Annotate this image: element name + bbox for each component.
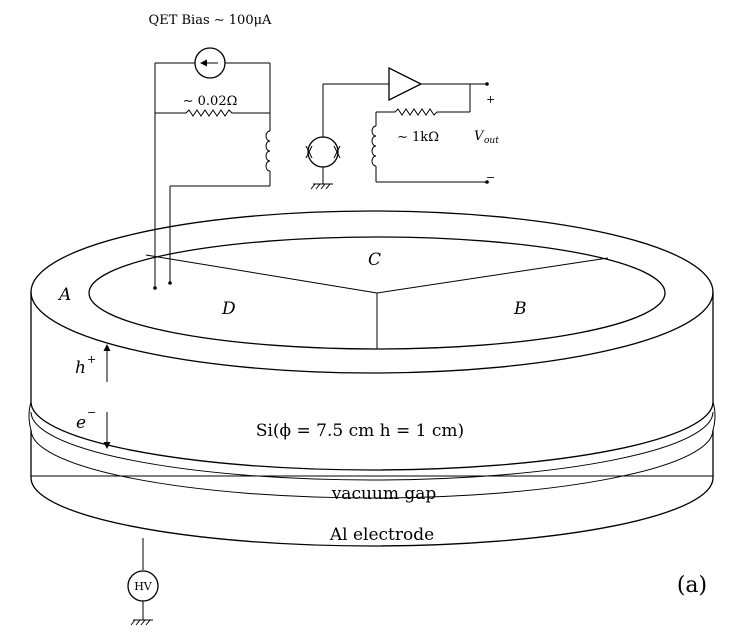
channel-d-label: D: [221, 299, 236, 319]
squid-icon: [307, 136, 339, 168]
feedback-coil-icon: [371, 125, 377, 167]
silicon-crystal: [28, 210, 716, 547]
vout-plus: +: [486, 93, 495, 106]
vout-subscript: out: [484, 136, 499, 146]
hole-sup: +: [87, 353, 96, 366]
squid-amplifier: ∼ 1kΩ + − V out: [305, 66, 499, 190]
panel-label: (a): [677, 573, 707, 598]
shunt-resistor-label: ∼ 0.02Ω: [183, 94, 238, 109]
qet-bias-label: QET Bias ∼ 100μA: [149, 13, 273, 28]
ground-icon: [130, 619, 153, 626]
vout-label: V: [474, 129, 485, 144]
feedback-resistor-label: ∼ 1kΩ: [397, 130, 439, 145]
crystal-bottom-rim: [30, 411, 714, 481]
al-electrode-top-rim: [30, 429, 714, 499]
al-electrode-label: Al electrode: [329, 525, 434, 545]
hv-label: HV: [134, 580, 153, 593]
electron-carrier: e −: [76, 406, 111, 449]
feedback-resistor-icon: [376, 108, 470, 116]
ground-icon: [310, 183, 333, 190]
electron-sup: −: [87, 406, 96, 419]
vacuum-gap-label: vacuum gap: [331, 484, 437, 504]
shunt-resistor-icon: [155, 109, 270, 117]
bias-circuit: ∼ 0.02Ω: [153, 47, 271, 290]
hv-supply: HV: [127, 538, 159, 626]
amplifier-icon: [388, 66, 423, 102]
crystal-side: [30, 292, 714, 471]
divider-c-d: [145, 254, 378, 294]
hole-label: h: [75, 358, 86, 378]
input-coil-icon: [265, 130, 271, 172]
electron-label: e: [76, 413, 86, 433]
divider-c-b: [376, 257, 609, 294]
channel-c-label: C: [368, 250, 381, 270]
hole-carrier: h +: [75, 344, 111, 382]
channel-b-label: B: [513, 299, 527, 319]
crystal-top-face: [30, 210, 714, 374]
channel-a-label: A: [57, 285, 71, 305]
silicon-label: Si(ϕ = 7.5 cm h = 1 cm): [256, 421, 464, 441]
vout-minus: −: [486, 171, 495, 184]
al-electrode-side: [30, 430, 714, 547]
